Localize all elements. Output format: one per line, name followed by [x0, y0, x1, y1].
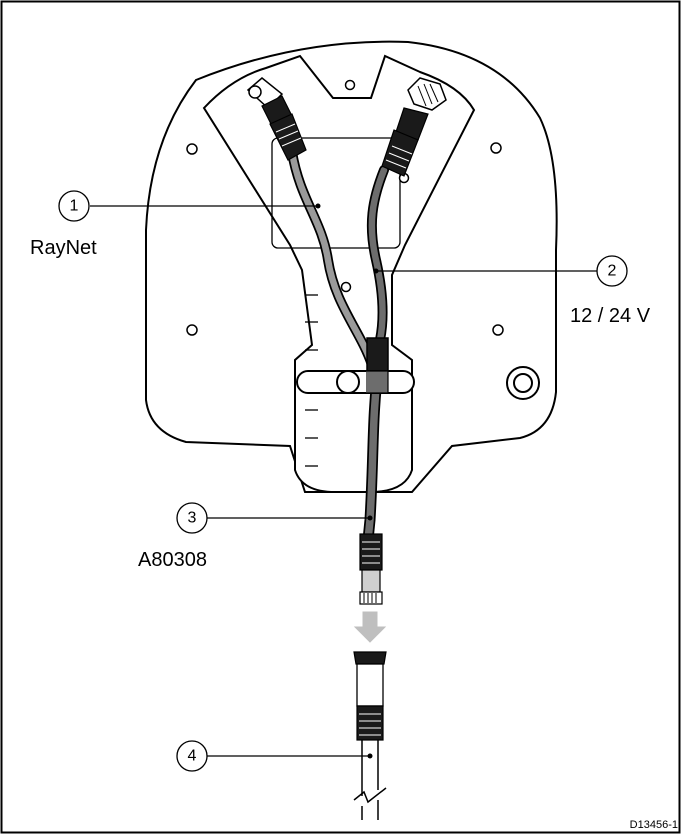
connector-recess — [271, 137, 401, 249]
callout-4-number: 4 — [188, 748, 197, 765]
callout-3-number: 3 — [188, 510, 197, 527]
connect-arrow — [353, 611, 387, 643]
callout-3: 3 A80308 — [138, 502, 373, 571]
backbone-connector — [353, 651, 387, 741]
grommet — [506, 366, 540, 400]
callout-1-label: RayNet — [30, 237, 97, 259]
mounting-hole — [492, 324, 504, 336]
callout-3-label: A80308 — [138, 549, 207, 571]
raynet-connector — [246, 77, 307, 161]
channel-ticks — [305, 294, 318, 467]
mounting-hole — [490, 142, 502, 154]
mounting-hole — [340, 281, 352, 293]
callout-2-number: 2 — [608, 263, 617, 280]
callout-2: 2 12 / 24 V — [373, 255, 651, 327]
callout-1-number: 1 — [70, 198, 79, 215]
raynet-cable-fill — [288, 148, 376, 369]
power-cable-fill — [368, 166, 388, 344]
cable-under-strap — [366, 370, 389, 394]
mounting-hole — [186, 143, 198, 155]
callout-2-label: 12 / 24 V — [570, 305, 651, 327]
adaptor-connector — [359, 533, 383, 605]
callout-4: 4 — [176, 740, 373, 772]
figure-code: D13456-1 — [630, 819, 678, 831]
mounting-hole — [344, 79, 356, 91]
callout-1: 1 RayNet — [30, 190, 321, 259]
power-connector — [381, 77, 447, 177]
mounting-hole — [186, 324, 198, 336]
strap-screw — [336, 370, 360, 394]
backbone-cable — [353, 740, 387, 820]
splitter-block — [366, 337, 389, 373]
